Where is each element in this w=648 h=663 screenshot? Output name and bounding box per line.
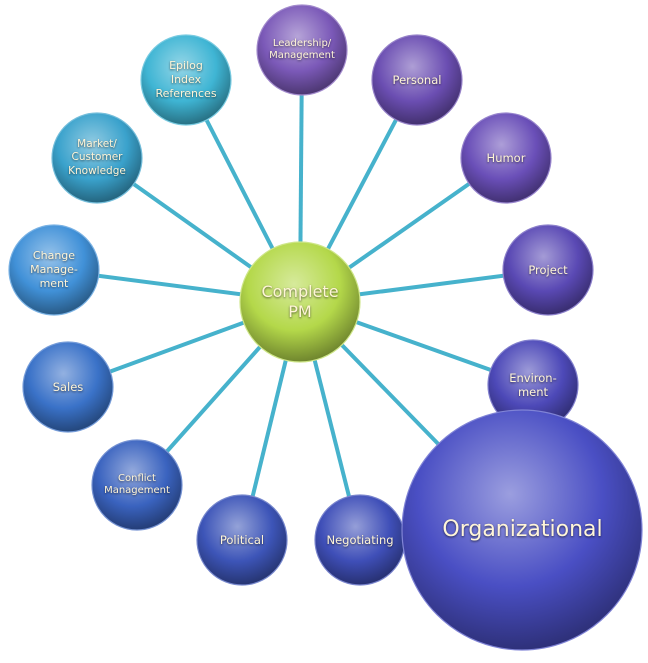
node-humor xyxy=(460,112,552,204)
node-personal xyxy=(371,34,463,126)
node-change xyxy=(8,224,100,316)
center-node xyxy=(239,241,361,363)
node-conflict xyxy=(91,439,183,531)
node-project xyxy=(502,224,594,316)
node-sales xyxy=(22,341,114,433)
node-epilog xyxy=(140,34,232,126)
node-political xyxy=(196,494,288,586)
organizational-node xyxy=(401,409,643,651)
node-market xyxy=(51,112,143,204)
node-leadership xyxy=(256,4,348,96)
node-negotiating xyxy=(314,494,406,586)
node-circles xyxy=(8,4,643,651)
